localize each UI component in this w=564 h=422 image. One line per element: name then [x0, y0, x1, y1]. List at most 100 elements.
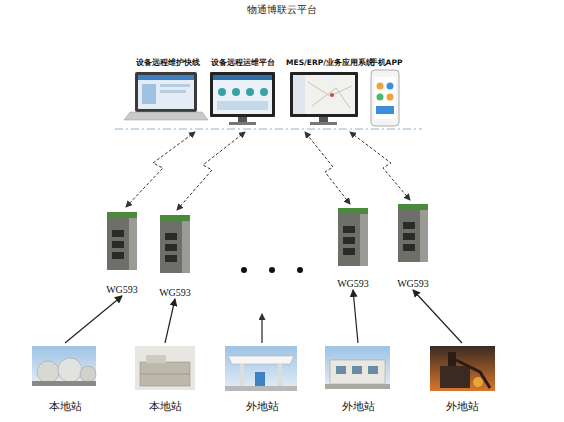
wireless-link: [126, 132, 195, 207]
laptop-display: [138, 75, 194, 109]
station-photo: [225, 346, 297, 391]
node-label: 手机APP: [366, 58, 406, 68]
map-pin: [330, 93, 334, 97]
station-node: 外地站: [426, 343, 498, 415]
ground: [32, 381, 96, 386]
gateway-device: [160, 215, 190, 273]
app-icon: [387, 94, 394, 101]
station-photo: [325, 346, 390, 389]
window: [352, 366, 362, 374]
gas-sphere: [37, 361, 59, 383]
node-label: 设备远程维护快线: [126, 58, 210, 68]
monitor-panel: [217, 101, 268, 110]
wireless-link: [305, 132, 350, 204]
ground: [225, 386, 297, 391]
app-bar: [376, 106, 394, 114]
pillar: [278, 364, 282, 386]
tank-structure: [140, 362, 190, 386]
node-label: WG593: [330, 278, 376, 289]
ground: [325, 384, 390, 389]
upload-arrow: [65, 296, 122, 343]
gas-sphere: [58, 358, 82, 382]
monitor-header: [213, 75, 272, 80]
app-icon: [377, 94, 384, 101]
node-label: 外地站: [322, 399, 394, 414]
upload-arrow: [261, 314, 262, 343]
diagram-title: 物通博联云平台: [0, 3, 564, 17]
gateway-top: [338, 208, 368, 214]
tank-structure: [146, 355, 166, 363]
gateway-side: [360, 214, 368, 266]
monitor-frame: [210, 72, 275, 117]
station-photo: [430, 346, 495, 391]
node-label: 设备远程运维平台: [206, 58, 280, 68]
gateway-device: [398, 204, 428, 262]
gas-sphere: [80, 366, 96, 382]
gateway-node: WG593: [100, 208, 144, 296]
network-bus: [115, 129, 422, 130]
monitor-icon: [218, 88, 226, 96]
gateway-top: [160, 215, 190, 221]
monitor-icon: [232, 88, 240, 96]
gateway-device: [107, 212, 137, 270]
station-node: 外地站: [222, 343, 302, 415]
gateway-side: [129, 218, 137, 270]
gateway-node: WG593: [390, 200, 436, 290]
monitor-frame: [290, 72, 358, 117]
wireless-link: [177, 132, 245, 210]
gateway-port: [403, 222, 415, 229]
ellipsis-dot: [297, 267, 303, 273]
station-photo: [135, 346, 195, 390]
monitor-icon: [260, 88, 268, 96]
gateway-port: [403, 233, 415, 240]
gateway-port: [343, 248, 355, 255]
blast-furnace: [440, 366, 470, 388]
monitor-sidebar: [293, 75, 305, 114]
building: [330, 360, 385, 384]
app-icon: [377, 83, 384, 90]
node-label: MES/ERP/业务应用系统: [286, 58, 374, 68]
laptop-header: [138, 75, 194, 80]
map-roads: [308, 82, 352, 108]
gateway-port: [343, 226, 355, 233]
platform-app: 设备远程运维平台: [206, 56, 280, 124]
station-photo: [32, 346, 96, 386]
gateway-body: [160, 215, 190, 273]
gateway-device: [338, 208, 368, 266]
gateway-top: [398, 204, 428, 210]
gateway-port: [112, 252, 124, 259]
laptop-base: [124, 112, 208, 120]
station-node: 本地站: [130, 343, 200, 415]
station-node: 外地站: [322, 343, 394, 415]
canopy: [228, 356, 294, 364]
platform-app: 设备远程维护快线: [126, 56, 210, 124]
laptop-screen: [135, 72, 197, 112]
node-label: 外地站: [426, 399, 498, 414]
node-label: 外地站: [222, 399, 302, 414]
gateway-node: WG593: [330, 204, 376, 290]
window: [368, 366, 378, 374]
laptop-panel: [160, 84, 190, 87]
gateway-body: [107, 212, 137, 270]
station-node: 本地站: [28, 343, 102, 415]
upload-arrow: [413, 290, 462, 343]
upload-arrow: [165, 299, 175, 343]
node-label: 本地站: [130, 399, 200, 414]
phone-screen: [374, 77, 396, 119]
monitor-base: [310, 122, 337, 125]
monitor-display: [213, 75, 272, 114]
phone-body: [371, 70, 399, 126]
pillar: [240, 364, 244, 386]
ellipsis-dot: [241, 267, 247, 273]
laptop-panel: [142, 84, 156, 104]
gateway-top: [107, 212, 137, 218]
ellipsis-dot: [269, 267, 275, 273]
pipe: [456, 360, 490, 388]
platform-app: 手机APP: [366, 56, 406, 126]
wireless-link: [350, 132, 410, 200]
gateway-port: [165, 255, 177, 262]
node-label: 本地站: [28, 399, 102, 414]
